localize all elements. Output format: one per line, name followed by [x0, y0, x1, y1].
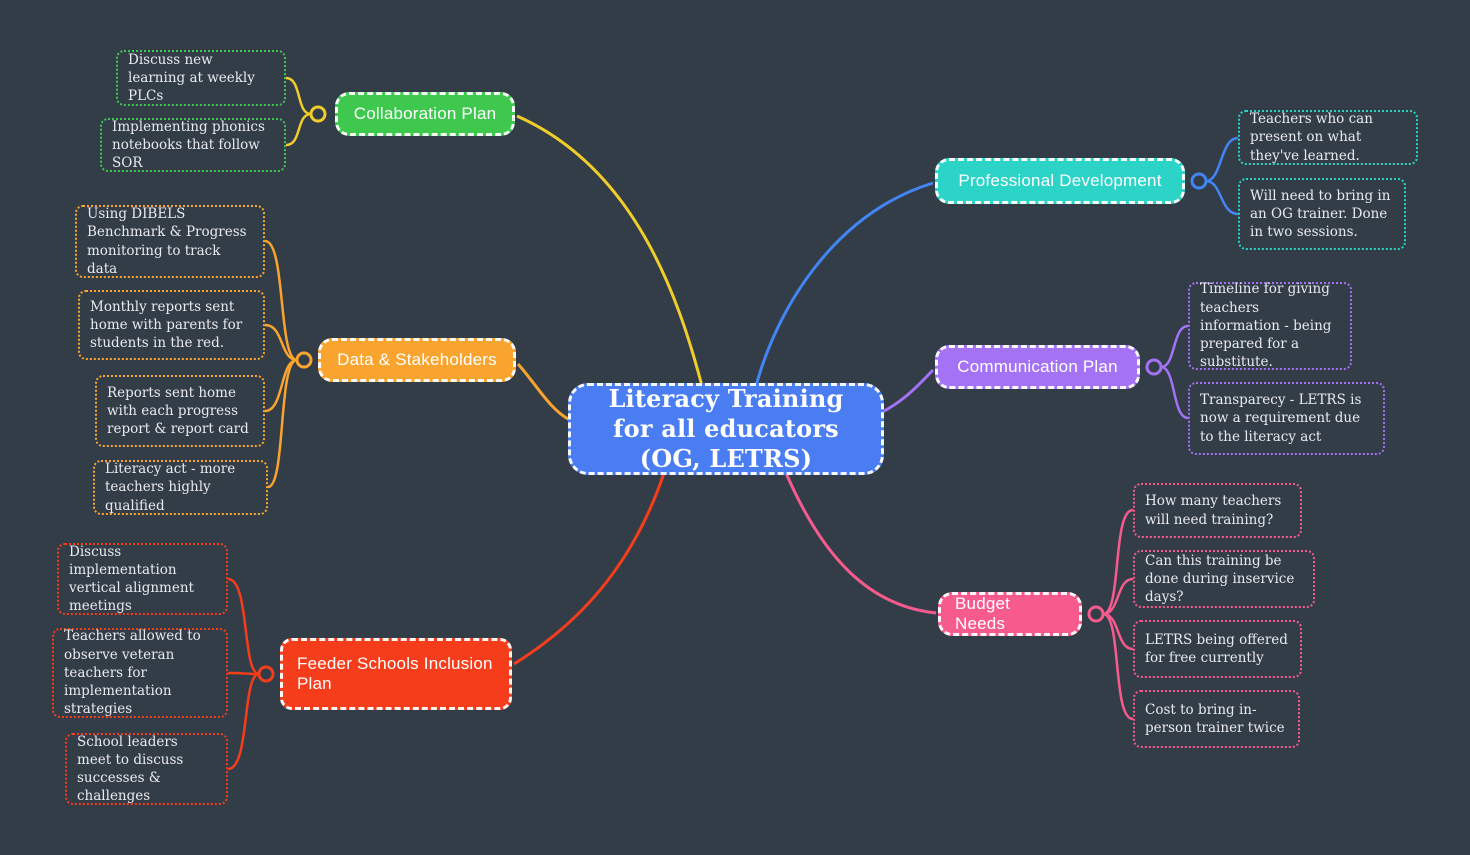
connector-budget-child-3 — [1102, 612, 1134, 651]
child-node-data-3[interactable]: Reports sent home with each progress rep… — [95, 375, 265, 447]
connector-communication-child-2 — [1160, 365, 1189, 420]
connector-center-professional — [754, 181, 934, 387]
central-topic-node[interactable]: Literacy Training for all educators (OG,… — [568, 383, 884, 475]
child-node-professional-1[interactable]: Teachers who can present on what they've… — [1238, 110, 1418, 165]
connector-budget-child-2 — [1102, 577, 1134, 616]
connector-professional-child-2 — [1205, 179, 1239, 216]
branch-label-feeder-schools-inclusion-plan: Feeder Schools Inclusion Plan — [297, 654, 493, 693]
branch-node-communication-plan[interactable]: Communication Plan — [935, 345, 1140, 389]
branch-node-budget-needs[interactable]: Budget Needs — [938, 592, 1082, 636]
connector-collaboration-child-1 — [285, 76, 312, 116]
child-node-feeder-2[interactable]: Teachers allowed to observe veteran teac… — [52, 628, 228, 718]
connector-center-data — [516, 362, 571, 422]
connector-center-collaboration — [516, 114, 704, 387]
child-node-professional-2[interactable]: Will need to bring in an OG trainer. Don… — [1238, 178, 1406, 250]
branch-label-professional-development: Professional Development — [958, 171, 1162, 190]
child-node-data-2[interactable]: Monthly reports sent home with parents f… — [78, 290, 265, 360]
child-node-communication-2[interactable]: Transparecy - LETRS is now a requirement… — [1188, 382, 1385, 455]
connector-center-budget — [784, 472, 937, 615]
connector-center-feeder — [513, 472, 666, 666]
child-node-budget-3[interactable]: LETRS being offered for free currently — [1133, 620, 1302, 678]
branch-label-budget-needs: Budget Needs — [955, 594, 1011, 633]
connector-center-communication — [881, 368, 935, 414]
branch-node-collaboration-plan[interactable]: Collaboration Plan — [335, 92, 515, 136]
child-node-communication-1[interactable]: Timeline for giving teachers information… — [1188, 281, 1352, 370]
child-node-data-1[interactable]: Using DIBELS Benchmark & Progress monito… — [75, 205, 265, 278]
connector-data-child-2 — [264, 323, 298, 362]
connector-feeder-child-1 — [227, 577, 260, 676]
communication-branch-toggle[interactable] — [1145, 358, 1163, 376]
branch-label-data-stakeholders: Data & Stakeholders — [337, 350, 497, 369]
connector-data-child-1 — [264, 239, 298, 362]
branch-node-professional-development[interactable]: Professional Development — [935, 158, 1185, 204]
professional-branch-toggle[interactable] — [1190, 172, 1208, 190]
connector-feeder-child-3 — [227, 672, 260, 771]
child-node-data-4[interactable]: Literacy act - more teachers highly qual… — [93, 460, 268, 515]
child-node-budget-2[interactable]: Can this training be done during inservi… — [1133, 550, 1315, 608]
child-node-collaboration-2[interactable]: Implementing phonics notebooks that foll… — [100, 118, 286, 172]
connector-collaboration-child-2 — [285, 112, 312, 147]
central-topic-label: Literacy Training for all educators (OG,… — [608, 384, 844, 473]
branch-node-feeder-schools-inclusion-plan[interactable]: Feeder Schools Inclusion Plan — [280, 638, 512, 710]
connector-professional-child-1 — [1205, 136, 1239, 183]
child-node-feeder-1[interactable]: Discuss implementation vertical alignmen… — [57, 543, 228, 615]
connector-feeder-child-2 — [227, 671, 260, 676]
branch-node-data-stakeholders[interactable]: Data & Stakeholders — [318, 338, 516, 382]
connector-communication-child-1 — [1160, 324, 1189, 369]
child-node-collaboration-1[interactable]: Discuss new learning at weekly PLCs — [116, 50, 286, 106]
collaboration-branch-toggle[interactable] — [309, 105, 327, 123]
branch-label-communication-plan: Communication Plan — [957, 357, 1118, 376]
connector-budget-child-4 — [1102, 612, 1134, 721]
child-node-budget-1[interactable]: How many teachers will need training? — [1133, 483, 1302, 538]
child-node-budget-4[interactable]: Cost to bring in-person trainer twice — [1133, 690, 1300, 748]
connector-data-child-3 — [264, 358, 298, 413]
connector-budget-child-1 — [1102, 508, 1134, 616]
data-branch-toggle[interactable] — [295, 351, 313, 369]
feeder-branch-toggle[interactable] — [257, 665, 275, 683]
branch-label-collaboration-plan: Collaboration Plan — [353, 104, 497, 123]
budget-branch-toggle[interactable] — [1087, 605, 1105, 623]
child-node-feeder-3[interactable]: School leaders meet to discuss successes… — [65, 733, 228, 805]
connector-data-child-4 — [267, 358, 298, 489]
